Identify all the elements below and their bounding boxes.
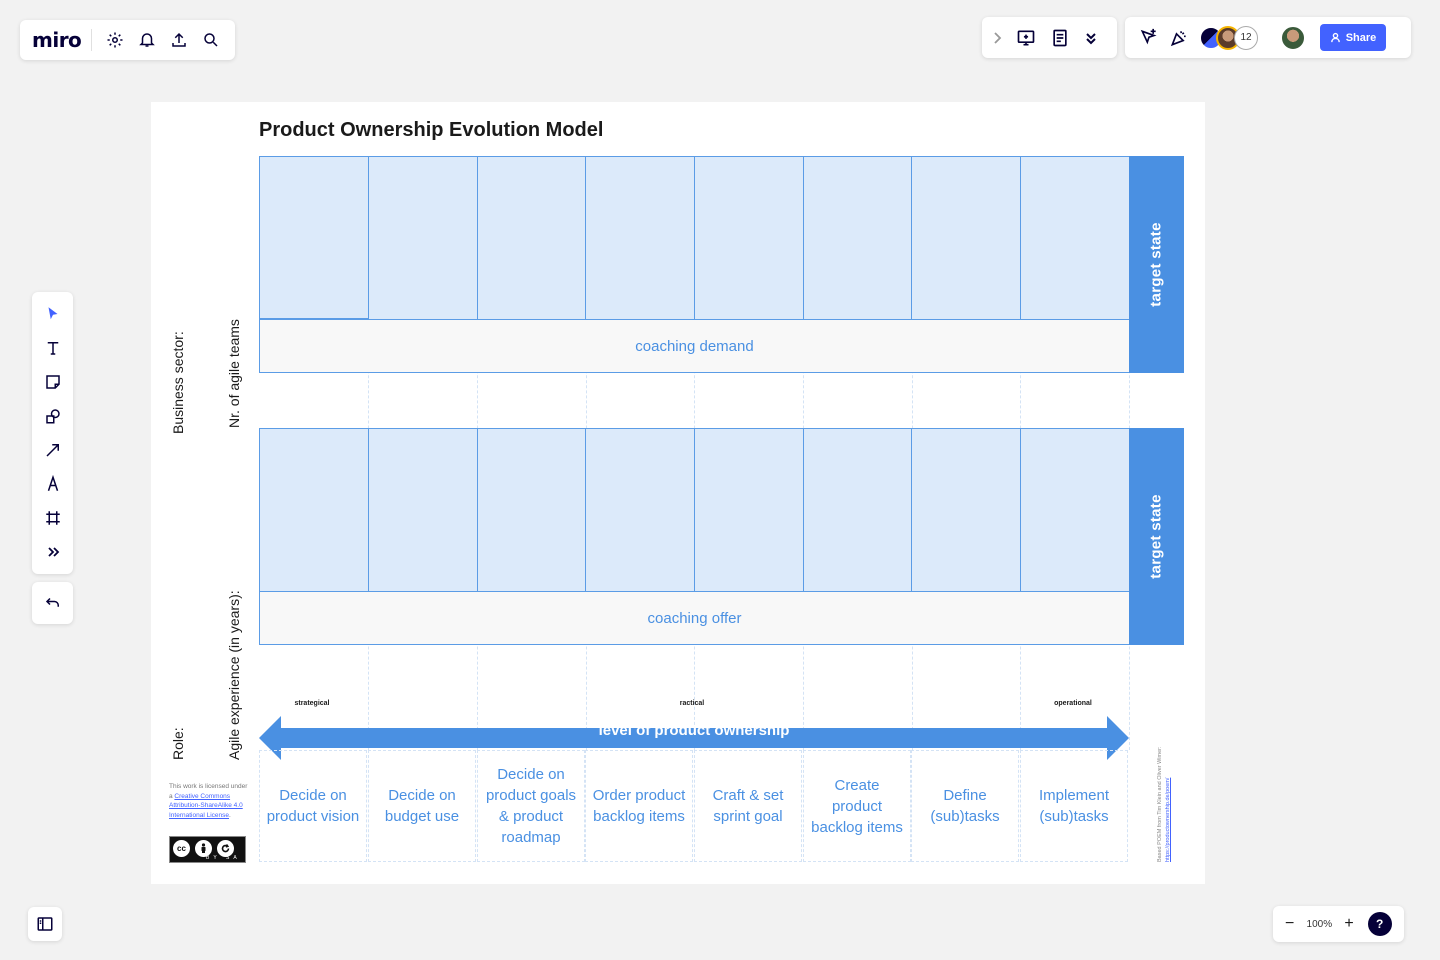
- zoom-level[interactable]: 100%: [1306, 918, 1333, 930]
- creation-toolbar: [32, 292, 73, 574]
- offer-cell[interactable]: [259, 428, 369, 592]
- board-title[interactable]: Product Ownership Evolution Model: [259, 119, 604, 141]
- license-prefix: This work is licensed under a: [169, 783, 248, 800]
- search-icon[interactable]: [202, 31, 220, 49]
- business-sector-label[interactable]: Business sector:: [170, 331, 186, 434]
- notes-icon[interactable]: [1050, 28, 1070, 48]
- settings-icon[interactable]: [106, 31, 124, 49]
- more-tools-icon[interactable]: [41, 540, 65, 564]
- undo-panel: [32, 582, 73, 624]
- role-cell[interactable]: Decide on budget use: [368, 750, 476, 862]
- cc-badge-sub: BY SA: [206, 855, 241, 861]
- text-tool-icon[interactable]: [41, 336, 65, 360]
- zoom-out-button[interactable]: −: [1285, 915, 1295, 932]
- scale-operational[interactable]: operational: [1054, 700, 1092, 707]
- divider: [91, 29, 93, 51]
- offer-cell[interactable]: [477, 428, 587, 592]
- ownership-double-arrow[interactable]: [259, 716, 1129, 760]
- arrow-label: level of product ownership: [598, 722, 790, 739]
- role-cell[interactable]: Craft & set sprint goal: [694, 750, 802, 862]
- role-cell[interactable]: Order product backlog items: [585, 750, 693, 862]
- cc-by-label: BY: [206, 855, 221, 861]
- zoom-controls: − 100% + ?: [1273, 906, 1404, 942]
- board-panel: [28, 907, 62, 941]
- license-note: This work is licensed under a Creative C…: [169, 782, 249, 820]
- sharealike-arrow-icon: [221, 844, 230, 853]
- user-icon: [1330, 32, 1340, 43]
- cc-sa-label: SA: [225, 855, 241, 861]
- coaching-offer-band[interactable]: coaching offer: [259, 591, 1130, 645]
- select-cursor-icon[interactable]: [41, 302, 65, 326]
- chevron-right-icon[interactable]: [992, 31, 1002, 45]
- share-button[interactable]: Share: [1320, 24, 1386, 51]
- presentation-icon[interactable]: [1016, 28, 1036, 48]
- more-collaborators-count[interactable]: 12: [1234, 25, 1258, 50]
- collaborator-avatars[interactable]: 12: [1199, 25, 1258, 50]
- license-suffix: .: [229, 811, 231, 819]
- role-cell[interactable]: Implement (sub)tasks: [1020, 750, 1128, 862]
- role-cell[interactable]: Decide on product vision: [259, 750, 367, 862]
- notifications-bell-icon[interactable]: [138, 31, 156, 49]
- frame-icon[interactable]: [41, 506, 65, 530]
- demand-cell[interactable]: [1020, 156, 1130, 320]
- shapes-icon[interactable]: [41, 404, 65, 428]
- credit-link[interactable]: https://productownership.de/poem/: [1165, 777, 1171, 862]
- cc-icon: cc: [172, 839, 191, 858]
- role-cell[interactable]: Define (sub)tasks: [911, 750, 1019, 862]
- coaching-demand-band[interactable]: coaching demand: [259, 319, 1130, 373]
- share-label: Share: [1345, 31, 1377, 44]
- demand-cell[interactable]: [368, 156, 478, 320]
- sharealike-icon: [216, 839, 235, 858]
- offer-cell[interactable]: [585, 428, 695, 592]
- export-upload-icon[interactable]: [170, 31, 188, 49]
- cc-license-badge[interactable]: cc BY SA: [169, 836, 246, 863]
- role-label[interactable]: Role:: [170, 727, 186, 760]
- credit-text: Based POEM from Tim Klein and Oliver Wim…: [1157, 746, 1163, 862]
- cursor-pointer-icon[interactable]: [1139, 28, 1159, 48]
- target-state-label: target state: [1148, 494, 1165, 579]
- demand-cell[interactable]: [585, 156, 695, 320]
- demand-cell[interactable]: [694, 156, 804, 320]
- main-menu-bar: miro: [20, 20, 235, 60]
- agile-experience-label[interactable]: Agile experience (in years):: [226, 590, 242, 760]
- demand-cell[interactable]: [259, 156, 369, 319]
- credit-note: Based POEM from Tim Klein and Oliver Wim…: [1156, 717, 1172, 862]
- help-button[interactable]: ?: [1367, 912, 1392, 936]
- offer-cell[interactable]: [803, 428, 913, 592]
- miro-logo[interactable]: miro: [32, 28, 82, 52]
- demand-cell[interactable]: [477, 156, 587, 320]
- role-cell[interactable]: Create product backlog items: [803, 750, 911, 862]
- board-frame[interactable]: Product Ownership Evolution Model coachi…: [151, 102, 1205, 884]
- offer-cell[interactable]: [911, 428, 1021, 592]
- target-state-bottom[interactable]: target state: [1129, 428, 1184, 645]
- offer-cell[interactable]: [368, 428, 478, 592]
- sticky-note-icon[interactable]: [41, 370, 65, 394]
- person-icon: [201, 843, 206, 853]
- license-link[interactable]: Creative Commons Attribution-ShareAlike …: [169, 792, 243, 819]
- target-state-top[interactable]: target state: [1129, 156, 1184, 373]
- sidebar-toggle-icon[interactable]: [36, 915, 54, 933]
- demand-cell[interactable]: [803, 156, 913, 320]
- connection-arrow-icon[interactable]: [41, 438, 65, 462]
- attribution-icon: [194, 839, 213, 858]
- collaboration-toolbar: [982, 17, 1117, 58]
- pen-icon[interactable]: [41, 472, 65, 496]
- demand-cell[interactable]: [911, 156, 1021, 320]
- double-chevron-down-icon[interactable]: [1084, 31, 1098, 45]
- nr-agile-teams-label[interactable]: Nr. of agile teams: [226, 319, 242, 428]
- scale-strategical[interactable]: strategical: [294, 700, 330, 707]
- role-cell[interactable]: Decide on product goals & product roadma…: [477, 750, 585, 862]
- zoom-in-button[interactable]: +: [1344, 915, 1354, 932]
- celebration-icon[interactable]: [1169, 28, 1189, 48]
- undo-icon[interactable]: [44, 594, 62, 612]
- current-user-avatar[interactable]: [1280, 24, 1306, 51]
- target-state-label: target state: [1148, 222, 1165, 307]
- scale-tactical[interactable]: ractical: [679, 700, 705, 707]
- offer-cell[interactable]: [1020, 428, 1130, 592]
- offer-cell[interactable]: [694, 428, 804, 592]
- users-share-bar: 12 Share: [1125, 17, 1411, 58]
